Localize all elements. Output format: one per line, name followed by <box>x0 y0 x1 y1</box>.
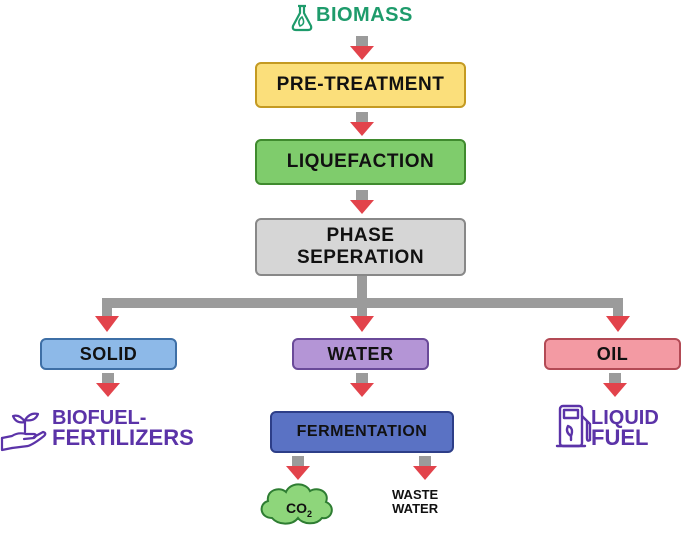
fermentation-box: FERMENTATION <box>270 411 454 453</box>
arrow-to-solid <box>95 316 119 332</box>
arrow-solid-biofuel <box>96 373 120 397</box>
arrow-to-water <box>350 316 374 332</box>
water-label: WATER <box>327 343 394 364</box>
arrow-ferm-waste <box>413 456 437 480</box>
solid-box: SOLID <box>40 338 177 370</box>
liquid-fuel-line1: LIQUID <box>591 407 659 429</box>
fuel-pump-icon <box>555 404 592 448</box>
fermentation-label: FERMENTATION <box>296 423 428 440</box>
arrow-water-fermentation <box>350 373 374 397</box>
arrow-oil-fuel <box>603 373 627 397</box>
liquid-fuel-line2: FUEL <box>591 425 649 450</box>
split-connector <box>102 276 623 316</box>
phase-separation-line2: SEPERATION <box>296 247 425 268</box>
arrow-liquefaction-phase <box>350 190 374 214</box>
flask-leaf-icon <box>291 4 313 32</box>
hand-plant-icon <box>0 412 47 452</box>
oil-label: OIL <box>596 343 629 364</box>
liquefaction-box: LIQUEFACTION <box>255 139 466 185</box>
pretreatment-box: PRE-TREATMENT <box>255 62 466 108</box>
arrow-ferm-co2 <box>286 456 310 480</box>
biofuel-line1: BIOFUEL- <box>52 407 147 429</box>
waste-water-label: WASTE WATER <box>392 488 438 516</box>
arrow-pretreatment-liquefaction <box>350 112 374 136</box>
biofuel-output: BIOFUEL- FERTILIZERS <box>52 407 194 450</box>
arrow-to-oil <box>606 316 630 332</box>
waste-water-line2: WATER <box>392 501 439 516</box>
water-box: WATER <box>292 338 429 370</box>
arrow-biomass-pretreatment <box>350 36 374 60</box>
co2-cloud-icon <box>260 483 333 525</box>
waste-water-line1: WASTE <box>392 487 439 502</box>
biomass-label: BIOMASS <box>316 4 413 26</box>
solid-label: SOLID <box>79 343 138 364</box>
liquid-fuel-output: LIQUID FUEL <box>591 407 659 450</box>
co2-label: CO2 <box>285 500 312 519</box>
pretreatment-label: PRE-TREATMENT <box>276 74 445 95</box>
oil-box: OIL <box>544 338 681 370</box>
liquefaction-label: LIQUEFACTION <box>286 151 435 172</box>
phase-separation-box: PHASE SEPERATION <box>255 218 466 276</box>
phase-separation-line1: PHASE <box>326 225 395 246</box>
biofuel-line2: FERTILIZERS <box>52 425 194 450</box>
